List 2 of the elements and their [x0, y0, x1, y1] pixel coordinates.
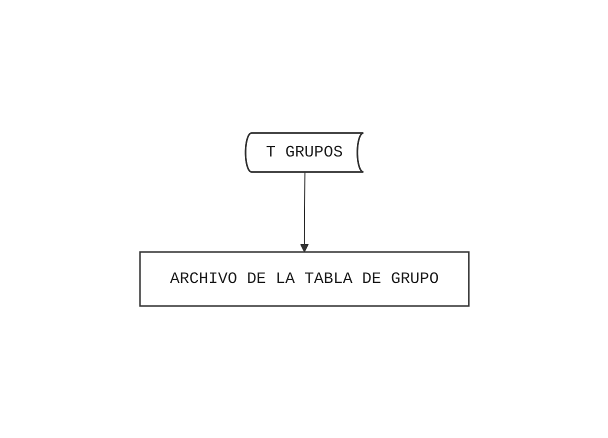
- arrow: [300, 172, 308, 252]
- node-box: ARCHIVO DE LA TABLA DE GRUPO: [138, 250, 470, 306]
